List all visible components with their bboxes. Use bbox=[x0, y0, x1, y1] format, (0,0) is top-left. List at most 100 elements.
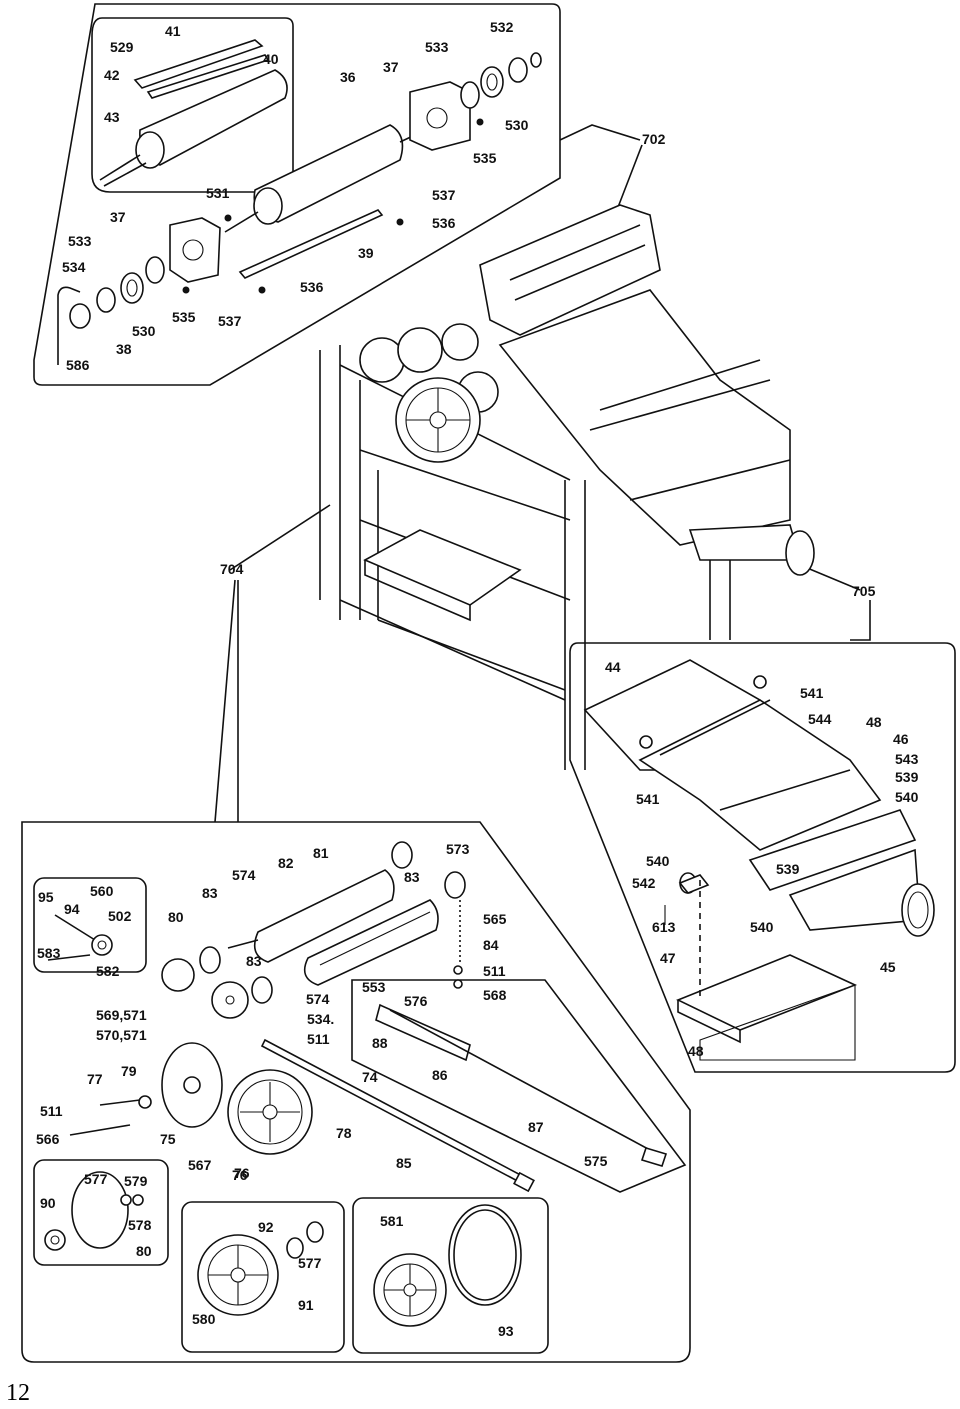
callout-label: 537 bbox=[218, 313, 242, 329]
callout-label: 702 bbox=[642, 131, 666, 147]
callout-label: 42 bbox=[104, 67, 120, 83]
callout-label: 92 bbox=[258, 1219, 274, 1235]
callout-label: 502 bbox=[108, 908, 132, 924]
callout-label: 84 bbox=[483, 937, 499, 953]
callout-label: 83 bbox=[202, 885, 218, 901]
callout-label: 40 bbox=[263, 51, 279, 67]
callout-label: 583 bbox=[37, 945, 61, 961]
machine-frame bbox=[319, 204, 815, 770]
callout-label: 37 bbox=[383, 59, 399, 75]
bottom-labels: 82 81 573 95 560 574 83 83 565 94 502 80… bbox=[36, 841, 608, 1339]
callout-label: 539 bbox=[895, 769, 919, 785]
callout-label: 541 bbox=[800, 685, 824, 701]
callout-label: 48 bbox=[866, 714, 882, 730]
callout-label: 579 bbox=[124, 1173, 148, 1189]
top-labels: 41 529 42 40 36 37 43 533 532 530 535 70… bbox=[62, 19, 666, 373]
callout-label: 565 bbox=[483, 911, 507, 927]
callout-label: 88 bbox=[372, 1035, 388, 1051]
callout-label: 574 bbox=[306, 991, 330, 1007]
callout-label: 569,571 bbox=[96, 1007, 147, 1023]
callout-label: 48 bbox=[688, 1043, 704, 1059]
callout-label: 83 bbox=[246, 953, 262, 969]
callout-label: 540 bbox=[895, 789, 919, 805]
callout-label: 577 bbox=[298, 1255, 322, 1271]
callout-label: 533 bbox=[68, 233, 92, 249]
callout-label: 566 bbox=[36, 1131, 60, 1147]
callout-label: 76 bbox=[232, 1167, 248, 1183]
callout-label: 85 bbox=[396, 1155, 412, 1171]
callout-label: 560 bbox=[90, 883, 114, 899]
callout-label: 83 bbox=[404, 869, 420, 885]
callout-label: 45 bbox=[880, 959, 896, 975]
callout-label: 586 bbox=[66, 357, 90, 373]
callout-label: 75 bbox=[160, 1131, 176, 1147]
callout-label: 540 bbox=[646, 853, 670, 869]
callout-label: 511 bbox=[40, 1103, 63, 1119]
callout-label: 534. bbox=[307, 1011, 334, 1027]
callout-label: 46 bbox=[893, 731, 909, 747]
callout-label: 530 bbox=[505, 117, 529, 133]
callout-label: 43 bbox=[104, 109, 120, 125]
callout-label: 535 bbox=[172, 309, 196, 325]
callout-label: 536 bbox=[300, 279, 324, 295]
drive-assembly bbox=[44, 841, 668, 1327]
callout-label: 577 bbox=[84, 1171, 108, 1187]
callout-label: 542 bbox=[632, 875, 656, 891]
callout-label: 540 bbox=[750, 919, 774, 935]
callout-label: 82 bbox=[278, 855, 294, 871]
callout-label: 80 bbox=[136, 1243, 152, 1259]
callout-label: 578 bbox=[128, 1217, 152, 1233]
callout-label: 530 bbox=[132, 323, 156, 339]
callout-label: 90 bbox=[40, 1195, 56, 1211]
callout-label: 536 bbox=[432, 215, 456, 231]
callout-label: 44 bbox=[605, 659, 621, 675]
callout-label: 567 bbox=[188, 1157, 212, 1173]
callout-label: 47 bbox=[660, 950, 676, 966]
callout-leaders bbox=[214, 124, 871, 823]
bottom-callout-frame bbox=[21, 821, 691, 1363]
callout-label: 705 bbox=[852, 583, 876, 599]
callout-label: 574 bbox=[232, 867, 256, 883]
callout-label: 544 bbox=[808, 711, 832, 727]
callout-label: 532 bbox=[490, 19, 514, 35]
callout-label: 511 bbox=[307, 1031, 330, 1047]
callout-label: 535 bbox=[473, 150, 497, 166]
callout-label: 570,571 bbox=[96, 1027, 147, 1043]
callout-label: 580 bbox=[192, 1311, 216, 1327]
callout-label: 77 bbox=[87, 1071, 103, 1087]
callout-label: 581 bbox=[380, 1213, 404, 1229]
callout-label: 537 bbox=[432, 187, 456, 203]
right-callout-frame bbox=[569, 642, 956, 1073]
callout-label: 568 bbox=[483, 987, 507, 1003]
callout-label: 36 bbox=[340, 69, 356, 85]
chute-assembly bbox=[583, 659, 935, 1061]
callout-label: 511 bbox=[483, 963, 506, 979]
callout-label: 575 bbox=[584, 1153, 608, 1169]
callout-label: 93 bbox=[498, 1323, 514, 1339]
callout-label: 80 bbox=[168, 909, 184, 925]
callout-label: 534 bbox=[62, 259, 86, 275]
callout-label: 79 bbox=[121, 1063, 137, 1079]
callout-label: 91 bbox=[298, 1297, 314, 1313]
page-number: 12 bbox=[6, 1380, 30, 1406]
roller-assembly bbox=[57, 39, 542, 365]
callout-label: 95 bbox=[38, 889, 54, 905]
callout-label: 539 bbox=[776, 861, 800, 877]
callout-label: 81 bbox=[313, 845, 329, 861]
callout-label: 533 bbox=[425, 39, 449, 55]
callout-label: 576 bbox=[404, 993, 428, 1009]
callout-label: 553 bbox=[362, 979, 386, 995]
middle-labels: 704 705 bbox=[220, 561, 876, 599]
callout-label: 704 bbox=[220, 561, 244, 577]
callout-label: 78 bbox=[336, 1125, 352, 1141]
callout-label: 76 bbox=[234, 1165, 250, 1181]
callout-label: 41 bbox=[165, 23, 181, 39]
callout-label: 74 bbox=[362, 1069, 378, 1085]
callout-label: 94 bbox=[64, 901, 80, 917]
callout-label: 613 bbox=[652, 919, 676, 935]
right-labels: 44 541 544 48 46 543 539 540 541 540 542… bbox=[605, 659, 919, 1059]
callout-label: 529 bbox=[110, 39, 134, 55]
callout-label: 541 bbox=[636, 791, 660, 807]
callout-label: 582 bbox=[96, 963, 120, 979]
